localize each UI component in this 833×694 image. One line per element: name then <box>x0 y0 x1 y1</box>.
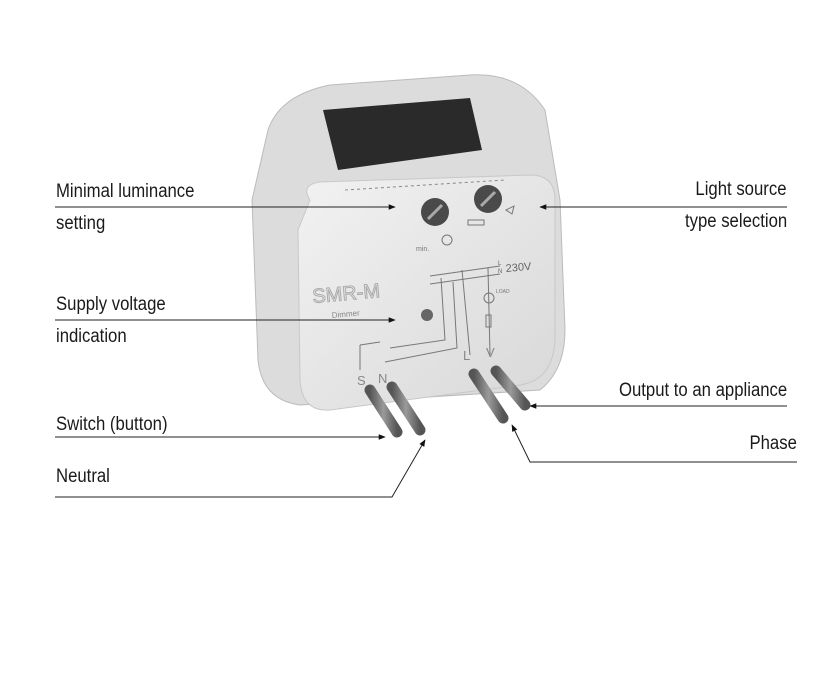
label-light-source-2: type selection <box>684 211 787 232</box>
front-face <box>297 174 556 411</box>
wire-s <box>364 384 403 438</box>
voltage-text: 230V <box>505 261 532 275</box>
terminal-n: N <box>378 371 387 386</box>
label-min-luminance: Minimal luminance <box>56 181 195 202</box>
label-phase: Phase <box>749 433 797 454</box>
subtitle-text: Dimmer <box>331 309 360 320</box>
min-text: min. <box>416 246 429 253</box>
leader-phase <box>511 424 797 463</box>
supply-led <box>421 309 433 321</box>
terminal-l: L <box>463 348 470 363</box>
n-mark: N <box>498 269 502 275</box>
label-switch: Switch (button) <box>56 414 168 435</box>
wire-v <box>490 365 531 411</box>
label-supply-2: indication <box>56 326 127 347</box>
top-slot <box>323 98 482 170</box>
wire-l <box>468 368 509 424</box>
label-neutral: Neutral <box>56 466 110 487</box>
load-text: LOAD <box>496 289 510 295</box>
label-supply: Supply voltage <box>56 294 166 315</box>
label-output: Output to an appliance <box>618 380 787 401</box>
l-mark: L <box>498 261 502 267</box>
label-min-luminance-2: setting <box>56 213 106 234</box>
terminal-s: S <box>357 373 366 388</box>
wire-n <box>386 381 426 436</box>
terminal-v: V <box>486 345 495 360</box>
leader-neutral <box>55 439 426 498</box>
label-light-source: Light source <box>695 179 787 200</box>
